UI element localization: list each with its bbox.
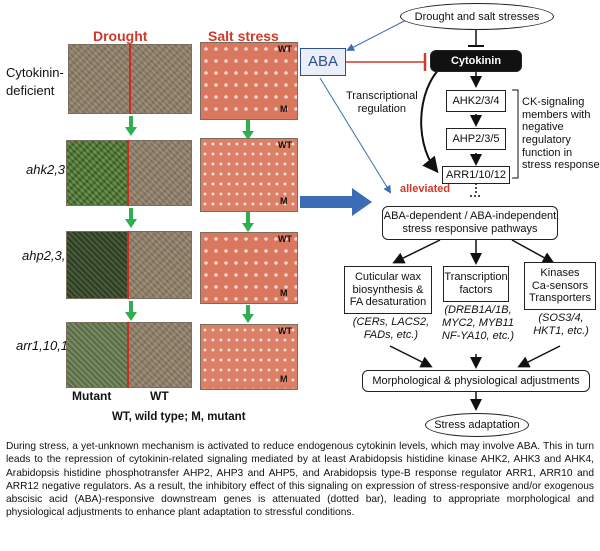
green-arrow-stem	[129, 208, 133, 220]
blue-thin-arrow	[346, 16, 413, 51]
green-arrow-head	[125, 312, 137, 321]
ck-bracket	[512, 89, 519, 179]
aba-box: ABA	[300, 48, 346, 76]
green-arrow-stem	[246, 212, 250, 224]
tray-divider	[129, 44, 131, 114]
green-arrow-head	[125, 219, 137, 228]
blue-thin-arrow	[319, 77, 392, 194]
green-arrow-head	[242, 131, 254, 140]
stresses-oval: Drought and salt stresses	[400, 3, 554, 30]
drought-tray-ahk23-mutant	[66, 140, 130, 206]
tray-divider	[127, 322, 129, 388]
wt-label: WT	[150, 389, 169, 403]
green-arrow-head	[125, 127, 137, 136]
cuticular-wax-box: Cuticular wax biosynthesis & FA desatura…	[344, 266, 432, 314]
genes-wax: (CERs, LACS2, FADs, etc.)	[352, 316, 430, 342]
transcription-factors-box: Transcription factors	[443, 266, 509, 302]
tray-divider	[127, 140, 129, 206]
genes-tf: (DREB1A/1B, MYC2, MYB11 NF-YA10, etc.)	[441, 304, 515, 343]
adjustments-box: Morphological & physiological adjustment…	[362, 370, 590, 392]
m-tag: M	[280, 196, 288, 206]
drought-tray-ahk23-wt	[128, 140, 192, 206]
green-arrow-head	[242, 314, 254, 323]
drought-tray-ahp235-wt	[128, 231, 192, 299]
mutant-label: Mutant	[72, 389, 112, 403]
row-label-cytokinin-deficient: Cytokinin- deficient	[6, 65, 64, 98]
arrow	[517, 345, 561, 368]
kinases-box: Kinases Ca-sensors Transporters	[524, 262, 596, 310]
m-tag: M	[280, 288, 288, 298]
figure-caption: During stress, a yet-unknown mechanism i…	[6, 441, 594, 519]
diagram-connectors	[300, 16, 561, 411]
tray-divider	[127, 231, 129, 299]
salt-stress-column-header: Salt stress	[208, 28, 279, 44]
green-arrow-stem	[129, 301, 133, 313]
alleviated-label: alleviated	[400, 183, 451, 195]
green-arrow-stem	[246, 305, 250, 315]
salt-plate-ahp235	[200, 232, 298, 304]
green-arrow-stem	[246, 120, 250, 132]
wt-tag: WT	[278, 234, 292, 244]
drought-tray-arr11012-mutant	[66, 322, 130, 388]
arr-box: ARR1/10/12	[442, 166, 510, 184]
row-label-ahp235: ahp2,3,5	[22, 248, 73, 263]
salt-plate-cytokinin-deficient	[200, 42, 298, 120]
green-arrow-stem	[129, 116, 133, 128]
green-arrow-head	[242, 223, 254, 232]
ahp-box: AHP2/3/5	[446, 128, 506, 150]
arrow	[392, 239, 441, 264]
arrow	[389, 345, 433, 368]
ahk-box: AHK2/3/4	[446, 90, 506, 112]
row-label-ahk23: ahk2,3	[26, 162, 66, 177]
wt-tag: WT	[278, 140, 292, 150]
m-tag: M	[280, 374, 288, 384]
genes-kinases: (SOS3/4, HKT1, etc.)	[533, 312, 589, 338]
legend-wt-m: WT, wild type; M, mutant	[112, 411, 246, 423]
big-blue-arrow	[300, 188, 372, 216]
wt-tag: WT	[278, 44, 292, 54]
transcriptional-curve	[420, 61, 449, 174]
wt-tag: WT	[278, 326, 292, 336]
salt-plate-arr11012	[200, 324, 298, 390]
stress-adaptation-oval: Stress adaptation	[425, 413, 529, 437]
drought-tray-ahp235-mutant	[66, 231, 130, 299]
pathways-box: ABA-dependent / ABA-independent stress r…	[382, 206, 558, 240]
arrow	[511, 239, 555, 264]
transcriptional-regulation-label: Transcriptional regulation	[346, 90, 418, 116]
row-label-arr11012: arr1,10,12	[16, 338, 76, 353]
drought-column-header: Drought	[93, 28, 148, 44]
ck-signaling-note: CK-signaling members with negative regul…	[522, 96, 600, 172]
salt-plate-ahk23	[200, 138, 298, 212]
m-tag: M	[280, 104, 288, 114]
cytokinin-box: Cytokinin	[430, 50, 522, 72]
